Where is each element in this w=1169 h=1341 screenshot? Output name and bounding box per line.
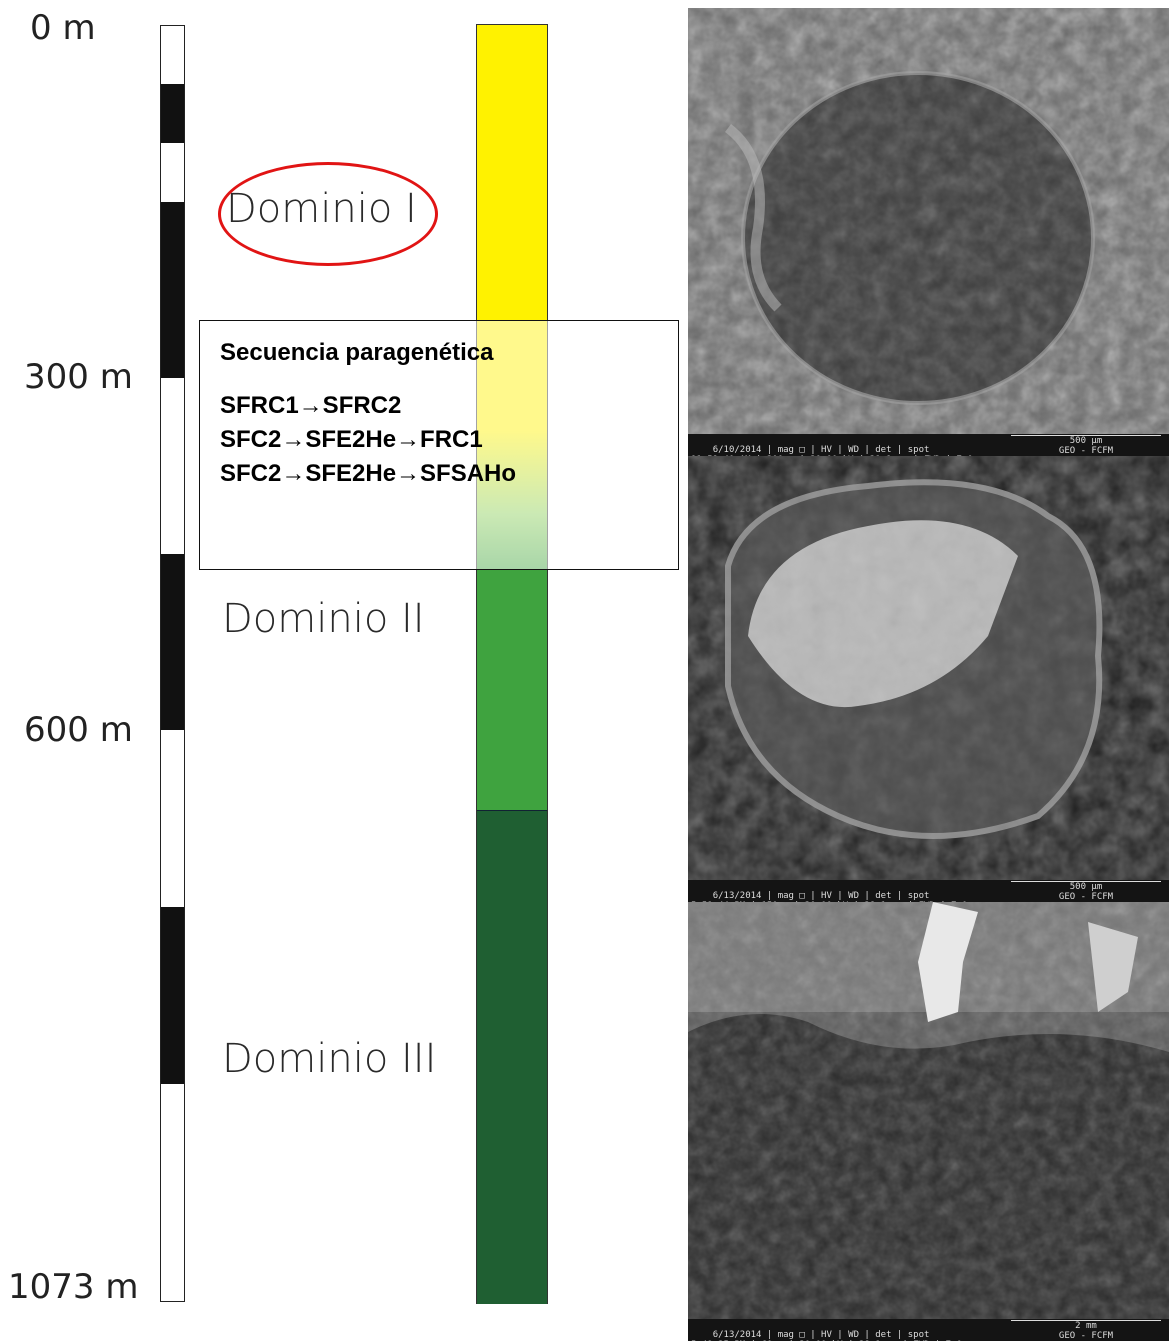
paragenetic-title: Secuencia paragenética — [220, 339, 494, 366]
sem-scale-value-1: 500 μm — [1069, 436, 1103, 446]
scale-segment — [161, 1084, 184, 1301]
sequence-line-3: SFC2→SFE2He→SFSAHo — [220, 460, 517, 487]
scale-segment — [161, 143, 184, 202]
domain-label-3: Dominio III — [222, 1036, 437, 1082]
sem-image-3 — [688, 902, 1169, 1341]
scale-segment — [161, 202, 184, 378]
scale-segment — [161, 554, 184, 730]
scale-segment — [161, 907, 184, 1084]
sequence-line-1: SFRC1→SFRC2 — [220, 392, 402, 419]
sem-micrograph-1: 6/10/2014 | mag □ | HV | WD | det | spot… — [688, 8, 1169, 456]
sem-scale-value-2: 500 μm — [1069, 882, 1103, 892]
depth-label-300: 300 m — [24, 357, 133, 397]
paragenetic-sequence-box: Secuencia paragenética SFRC1→SFRC2 SFC2→… — [199, 320, 679, 570]
depth-label-1073: 1073 m — [8, 1267, 139, 1307]
sem-caption-meta-3: 6/13/2014 | mag □ | HV | WD | det | spot… — [691, 1330, 962, 1341]
sem-lab-2: GEO - FCFM — [1058, 892, 1114, 902]
depth-label-0: 0 m — [30, 8, 96, 48]
scale-segment — [161, 26, 184, 84]
domain-color-column — [476, 24, 548, 1304]
sem-micrograph-3: 6/13/2014 | mag □ | HV | WD | det | spot… — [688, 902, 1169, 1341]
sem-image-1 — [688, 8, 1169, 456]
highlight-ellipse — [218, 162, 438, 266]
sem-caption-meta-1: 6/10/2014 | mag □ | HV | WD | det | spot… — [691, 445, 973, 456]
sem-caption-3: 6/13/2014 | mag □ | HV | WD | det | spot… — [688, 1319, 1169, 1341]
sem-caption-2: 6/13/2014 | mag □ | HV | WD | det | spot… — [688, 880, 1169, 902]
scale-segment — [161, 730, 184, 907]
domain-3-segment — [477, 810, 547, 1304]
sem-lab-1: GEO - FCFM — [1058, 446, 1114, 456]
domain-label-2: Dominio II — [222, 596, 425, 642]
sem-image-2 — [688, 456, 1169, 902]
sem-scale-value-3: 2 mm — [1075, 1321, 1097, 1331]
domain-2-segment — [477, 570, 547, 810]
scale-segment — [161, 378, 184, 554]
sem-caption-1: 6/10/2014 | mag □ | HV | WD | det | spot… — [688, 434, 1169, 456]
sem-caption-meta-2: 6/13/2014 | mag □ | HV | WD | det | spot… — [691, 891, 967, 902]
scale-segment — [161, 84, 184, 143]
depth-label-600: 600 m — [24, 710, 133, 750]
sem-micrograph-2: 6/13/2014 | mag □ | HV | WD | det | spot… — [688, 456, 1169, 902]
sequence-line-2: SFC2→SFE2He→FRC1 — [220, 426, 483, 453]
sem-lab-3: GEO - FCFM — [1058, 1331, 1114, 1341]
depth-scale-bar — [160, 25, 185, 1302]
